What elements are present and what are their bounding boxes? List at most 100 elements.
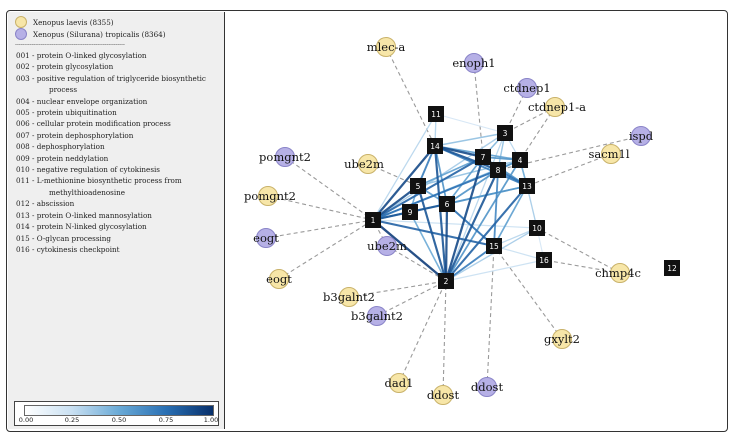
term-name: abscission	[36, 199, 75, 209]
tropicalis-node-swatch	[15, 28, 27, 40]
scale-tick: 0.25	[64, 416, 80, 424]
gene-term-edge	[493, 245, 563, 340]
term-node-number: 6	[445, 200, 450, 209]
term-name: cellular protein modification process	[36, 119, 171, 129]
gene-label: enoph1	[452, 56, 495, 70]
term-term-edge	[372, 219, 447, 282]
gene-term-edge	[385, 46, 436, 147]
scale-tick: 0.75	[158, 416, 174, 424]
term-id: 002	[16, 62, 30, 72]
term-node	[439, 196, 455, 212]
gene-label: ddost	[471, 380, 504, 394]
term-node-number: 13	[522, 182, 532, 191]
gene-label: eogt	[253, 231, 279, 245]
term-node	[475, 149, 491, 165]
gene-label: ctdnep1	[503, 81, 550, 95]
gene-node	[389, 373, 409, 393]
gene-term-edge	[398, 280, 447, 384]
gene-node	[631, 126, 651, 146]
gene-term-edge	[519, 106, 556, 161]
term-term-edge	[372, 218, 495, 248]
term-node-number: 16	[539, 256, 549, 265]
term-id: 012	[16, 199, 30, 209]
term-term-edge	[372, 156, 484, 221]
term-item: 001 - protein O-linked glycosylation	[16, 51, 147, 60]
term-id: 007	[16, 130, 30, 140]
gene-label: eogt	[266, 272, 292, 286]
term-id: 016	[16, 244, 30, 254]
term-name: cytokinesis checkpoint	[36, 244, 120, 254]
gene-term-edge	[386, 245, 447, 282]
term-term-edge	[446, 169, 499, 205]
term-node	[519, 178, 535, 194]
term-node	[497, 125, 513, 141]
laevis-node-swatch	[15, 16, 27, 28]
gene-node	[367, 306, 387, 326]
gene-term-edge	[442, 280, 447, 396]
species-legend-tropicalis: Xenopus (Silurana) tropicalis (8364)	[15, 28, 166, 40]
term-term-edge	[444, 203, 449, 282]
term-id: 009	[16, 153, 30, 163]
species-label: Xenopus laevis (8355)	[33, 17, 114, 27]
gene-term-edge	[265, 219, 374, 239]
term-node-number: 9	[408, 208, 413, 217]
gene-term-edge	[473, 62, 484, 158]
term-node-number: 10	[532, 224, 542, 233]
term-node-number: 5	[416, 182, 421, 191]
term-id: 006	[16, 119, 30, 129]
term-term-edge	[372, 219, 538, 229]
weight-color-scale: 0.00 0.25 0.50 0.75 1.00	[14, 401, 219, 426]
term-node	[427, 138, 443, 154]
term-node	[402, 204, 418, 220]
term-name: positive regulation of triglyceride bios…	[36, 73, 206, 83]
term-id: 014	[16, 222, 30, 232]
term-item: 011 - L-methionine biosynthetic process …	[14, 175, 222, 198]
gene-node	[610, 263, 630, 283]
gene-term-edge	[267, 195, 374, 221]
term-node	[490, 162, 506, 178]
term-term-edge	[372, 145, 436, 221]
scale-tick: 1.00	[203, 416, 219, 424]
term-node-number: 15	[489, 242, 499, 251]
term-name-continued: process	[49, 85, 78, 95]
gene-node	[433, 385, 453, 405]
term-item: 015 - O-glycan processing	[16, 233, 112, 243]
gene-node	[601, 144, 621, 164]
gene-term-edge	[543, 259, 621, 274]
gene-node	[256, 228, 276, 248]
term-name: protein O-linked mannosylation	[36, 210, 152, 220]
term-name-continued: methylthioadenosine	[49, 187, 126, 197]
gene-label: pomgnt2	[259, 150, 311, 164]
term-name: dephosphorylation	[36, 142, 105, 152]
term-item: 010 - negative regulation of cytokinesis	[16, 165, 160, 175]
term-item: 012 - abscission	[16, 199, 75, 209]
term-term-edge	[409, 211, 447, 282]
gene-label: ube2m	[367, 239, 407, 253]
gene-node	[552, 329, 572, 349]
gene-label: ube2m	[344, 157, 384, 171]
gene-label: ctdnep1-a	[528, 100, 586, 114]
term-item: 004 - nuclear envelope organization	[16, 96, 148, 106]
term-id: 010	[16, 165, 30, 175]
term-node	[536, 252, 552, 268]
gene-term-edge	[278, 219, 374, 280]
gene-label: b3galnt2	[351, 309, 403, 323]
term-node	[486, 238, 502, 254]
term-node	[365, 212, 381, 228]
gene-label: mlec-a	[367, 40, 406, 54]
gene-term-edge	[348, 280, 447, 298]
term-term-edge	[493, 185, 528, 247]
gene-node	[376, 37, 396, 57]
term-node	[410, 178, 426, 194]
gene-node	[545, 97, 565, 117]
term-node-number: 3	[503, 129, 508, 138]
term-id: 005	[16, 108, 30, 118]
gene-node	[269, 269, 289, 289]
term-id: 011	[16, 176, 30, 186]
species-label: Xenopus (Silurana) tropicalis (8364)	[33, 29, 166, 39]
term-node	[428, 106, 444, 122]
species-legend-laevis: Xenopus laevis (8355)	[15, 16, 114, 28]
gene-label: dad1	[385, 376, 414, 390]
term-term-edge	[445, 159, 521, 282]
term-item: 013 - protein O-linked mannosylation	[16, 210, 152, 220]
